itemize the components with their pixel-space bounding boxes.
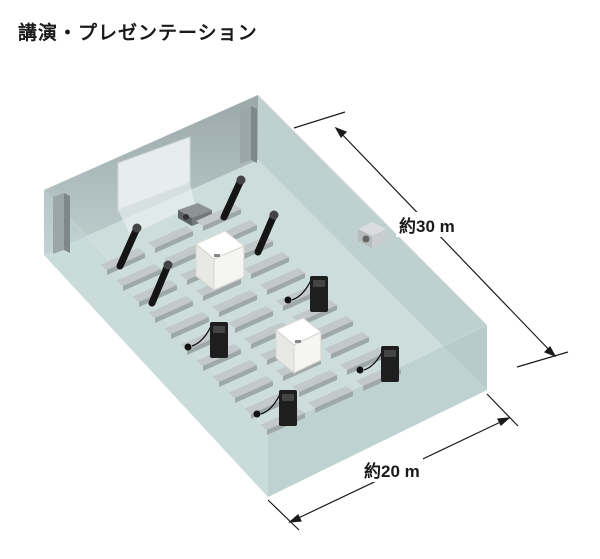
handheld-microphone-4 [148,260,173,307]
seat-row [212,360,257,382]
seat-row-front [107,253,145,275]
wall-speaker [358,222,386,248]
wireless-receiver-2 [275,317,322,375]
seat-row [340,348,385,370]
bodypack-transmitter-3 [356,346,399,382]
seat-row-front [331,337,369,359]
seat-row-front [251,257,289,279]
seat-row-front [219,295,257,317]
bodypack-transmitter-1 [184,322,228,358]
seat-row-front [155,301,193,323]
seat-row [244,252,289,274]
floor-speaker-left [53,193,70,254]
seat-row-front [171,317,209,339]
seat-row-front [315,321,353,343]
seat-row [228,376,273,398]
seat-row [228,306,273,328]
seat-row [324,332,369,354]
seat-row-front [235,381,273,403]
front-wall-right [268,325,487,497]
seat-row-front [267,273,305,295]
seat-row [260,268,305,290]
front-wall-left [44,190,268,497]
handheld-microphone-3 [254,210,279,256]
seat-row [292,370,337,392]
bodypack-transmitter-4 [253,390,297,426]
seat-row [116,264,161,286]
wireless-receiver-1 [195,230,245,292]
seat-row [244,322,289,344]
seat-row-front [123,269,161,291]
projector [178,203,212,226]
seat-row-front [155,231,193,253]
seat-row-front [299,375,337,397]
seat-row [164,312,209,334]
audience-seating [100,204,401,435]
seat-row-front [203,279,241,301]
seat-row-front [347,353,385,375]
seat-row [148,296,193,318]
seat-row [148,226,193,248]
seat-row-front [315,391,353,413]
handheld-microphone-2 [116,223,142,270]
bodypack-transmitter-2 [284,276,328,312]
width-label: 約20 m [361,457,423,482]
page-title: 講演・プレゼンテーション [18,22,258,44]
seat-row-front [219,365,257,387]
seat-row-front [235,311,273,333]
seat-row-front [203,209,241,231]
floor-speaker-right [240,106,257,164]
length-dimension-line [293,111,569,368]
seat-row [212,290,257,312]
handheld-microphone-1 [220,175,246,221]
projector-beam [118,183,195,235]
length-label: 約30 m [396,212,458,237]
seat-row-front [203,349,241,371]
seat-row [308,386,353,408]
